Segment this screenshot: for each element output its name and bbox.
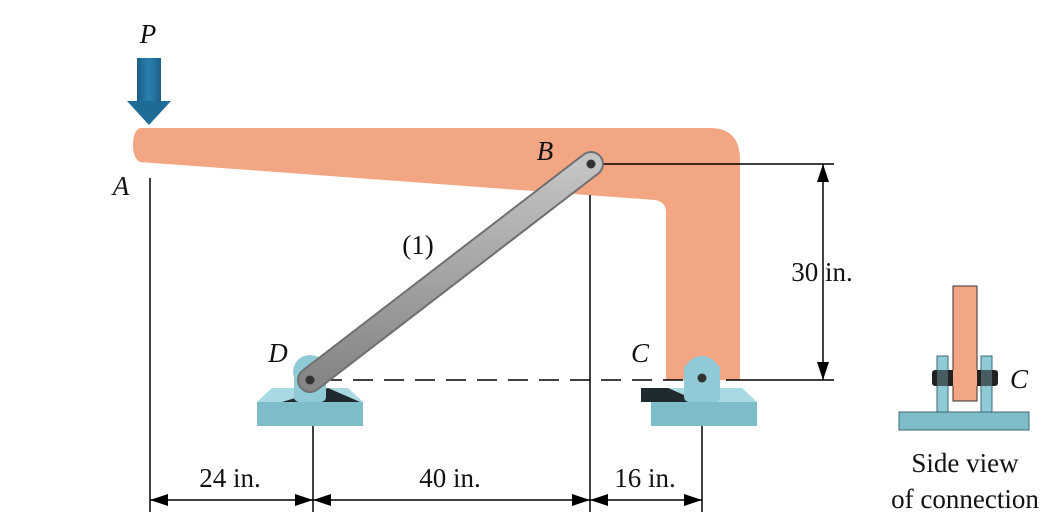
pin-c-icon — [697, 373, 707, 383]
load-arrow-icon — [127, 58, 171, 125]
link-member-1 — [297, 151, 604, 393]
pin-b-icon — [586, 159, 596, 169]
beam-abc — [133, 128, 740, 380]
pin-d-icon — [305, 375, 315, 385]
side-view-connection — [898, 285, 1030, 431]
point-c-label: C — [631, 338, 650, 368]
dimension-arrowheads — [150, 164, 829, 506]
load-label: P — [139, 19, 157, 49]
side-view-caption-2: of connection — [891, 484, 1039, 514]
span-1-dimension: 24 in. — [199, 463, 261, 493]
span-3-dimension: 16 in. — [614, 463, 676, 493]
point-a-label: A — [111, 171, 130, 201]
member-label: (1) — [402, 230, 433, 260]
point-d-label: D — [267, 338, 288, 368]
pin-support-c — [641, 356, 757, 426]
point-b-label: B — [537, 136, 554, 166]
height-dimension: 30 in. — [791, 257, 853, 287]
span-2-dimension: 40 in. — [419, 463, 481, 493]
side-view-point-label: C — [1010, 364, 1029, 394]
side-view-caption-1: Side view — [911, 448, 1019, 478]
dimension-lines — [149, 163, 834, 512]
